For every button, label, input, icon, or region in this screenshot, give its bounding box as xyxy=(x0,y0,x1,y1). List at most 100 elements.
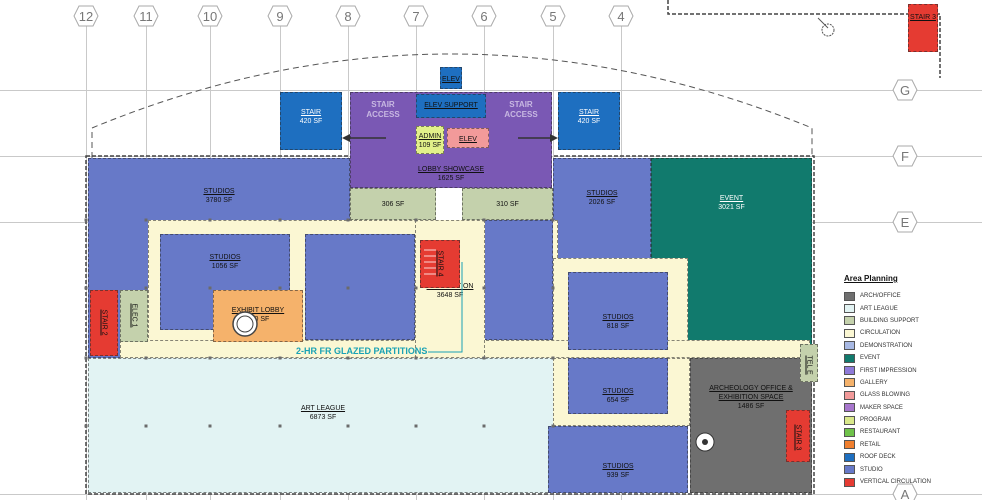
room-label: LOBBY SHOWCASE 1625 SF xyxy=(351,165,551,183)
room-elec-1[interactable]: ELEC 1 xyxy=(120,290,148,342)
legend-item: BUILDING SUPPORT xyxy=(844,315,954,327)
legend-item: RETAIL xyxy=(844,439,954,451)
column-dot xyxy=(278,218,282,222)
legend-swatch xyxy=(844,341,855,351)
room-tel-e[interactable]: TEL E xyxy=(800,344,818,382)
grid-bubble-label: A xyxy=(900,486,910,500)
grid-bubble-label: G xyxy=(899,82,911,98)
legend-item: GALLERY xyxy=(844,377,954,389)
legend-label: RETAIL xyxy=(860,441,881,448)
room-area: 1486 SF xyxy=(737,403,765,410)
legend-label: GLASS BLOWING xyxy=(860,392,911,399)
legend-item: GLASS BLOWING xyxy=(844,389,954,401)
legend-swatch xyxy=(844,427,855,437)
column-dot xyxy=(144,286,148,290)
legend-label: CIRCULATION xyxy=(860,330,901,337)
grid-bubble-label: 12 xyxy=(78,8,94,24)
room-label: ELEV xyxy=(441,75,461,84)
legend-label: DEMONSTRATION xyxy=(860,342,913,349)
legend-label: MAKER SPACE xyxy=(860,404,903,411)
column-dot xyxy=(414,356,418,360)
legend-item: CIRCULATION xyxy=(844,327,954,339)
column-dot xyxy=(208,286,212,290)
legend-item: ART LEAGUE xyxy=(844,302,954,314)
room-name: STUDIOS xyxy=(602,463,634,470)
grid-bubble-col: 12 xyxy=(73,5,99,27)
column-dot xyxy=(84,218,88,222)
room-area: 654 SF xyxy=(606,397,630,404)
room-name: ARCHEOLOGY OFFICE & EXHIBITION SPACE xyxy=(709,385,793,401)
legend-swatch xyxy=(844,403,855,413)
grid-bubble-row: G xyxy=(892,79,918,101)
column-dot xyxy=(208,218,212,222)
legend-label: EVENT xyxy=(860,355,881,362)
stair-access-right: STAIR ACCESS xyxy=(504,100,538,119)
column-dot xyxy=(144,218,148,222)
legend-swatch xyxy=(844,304,855,314)
column-dot xyxy=(278,424,282,428)
grid-bubble-label: 10 xyxy=(202,8,218,24)
column-dot xyxy=(482,356,486,360)
legend-label: BUILDING SUPPORT xyxy=(860,317,919,324)
grid-bubble-label: E xyxy=(900,214,910,230)
room-name: STUDIOS xyxy=(203,188,235,195)
grid-line-row xyxy=(0,90,982,91)
room-area: 310 SF xyxy=(496,201,519,208)
room-label: ELEV xyxy=(448,135,488,144)
room-area: 420 SF xyxy=(299,118,323,125)
room-stair-2[interactable]: STAIR 2 xyxy=(90,290,118,356)
legend-swatch xyxy=(844,353,855,363)
room-name: STUDIOS xyxy=(586,190,618,197)
room-area: 2026 SF xyxy=(588,199,616,206)
legend-label: RESTAURANT xyxy=(860,429,901,436)
room-label: ARCHEOLOGY OFFICE & EXHIBITION SPACE 1486… xyxy=(691,384,811,411)
room-support-310[interactable]: 310 SF xyxy=(462,188,553,220)
room-name: EXHIBIT LOBBY xyxy=(231,307,285,314)
room-support-306[interactable]: 306 SF xyxy=(350,188,436,220)
legend-swatch xyxy=(844,465,855,475)
room-name: STAIR 3 xyxy=(910,14,936,21)
grid-bubble-col: 8 xyxy=(335,5,361,27)
column-dot xyxy=(414,424,418,428)
grid-bubble-col: 5 xyxy=(540,5,566,27)
legend-swatch xyxy=(844,440,855,450)
room-area: 1625 SF xyxy=(437,175,465,182)
grid-bubble-col: 11 xyxy=(133,5,159,27)
grid-bubble-label: 8 xyxy=(344,8,352,24)
grid-bubble-row: F xyxy=(892,145,918,167)
column-dot xyxy=(482,218,486,222)
room-name: LOBBY SHOWCASE xyxy=(417,166,484,173)
room-area: 420 SF xyxy=(577,118,601,125)
room-elev-support[interactable]: ELEV SUPPORT xyxy=(416,94,486,118)
column-dot xyxy=(482,424,486,428)
room-elev-top[interactable]: ELEV xyxy=(440,67,462,89)
column-dot xyxy=(414,286,418,290)
column-dot xyxy=(551,356,555,360)
room-name: ART LEAGUE xyxy=(300,405,346,412)
room-label: 310 SF xyxy=(463,200,552,209)
room-studios-inner[interactable] xyxy=(305,234,415,340)
legend-swatch xyxy=(844,316,855,326)
room-elev-pink[interactable]: ELEV xyxy=(447,128,489,148)
room-stair-4[interactable]: STAIR 4 xyxy=(420,240,460,288)
legend-swatch xyxy=(844,452,855,462)
room-stair-3-top[interactable]: STAIR 3 xyxy=(908,4,938,52)
grid-bubble-col: 10 xyxy=(197,5,223,27)
column-dot xyxy=(551,286,555,290)
room-stair-3[interactable]: STAIR 3 xyxy=(786,410,810,462)
